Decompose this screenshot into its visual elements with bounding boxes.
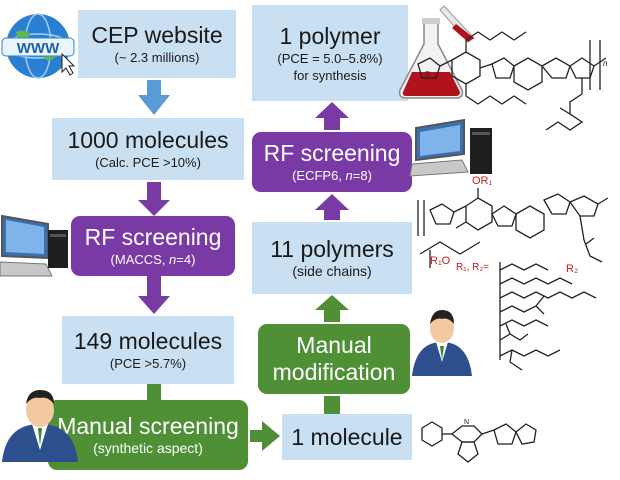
manual-modification-box: Manual modification [258, 324, 410, 394]
cep-title: CEP website [91, 22, 223, 48]
poly11-sub: (side chains) [292, 263, 372, 279]
mol1000-sub: (Calc. PCE >10%) [95, 155, 201, 170]
rf2-sub: (ECFP6, n=8) [292, 168, 372, 183]
cep-sub: (~ 2.3 millions) [114, 50, 200, 65]
arrow-149-to-manual [147, 384, 161, 400]
arrow-rf2-to-1poly [315, 102, 349, 130]
arrow-1000-to-rf [138, 182, 170, 216]
poly1-sub: (PCE = 5.0–5.8%) [277, 50, 383, 66]
mol1-title: 1 molecule [291, 423, 403, 450]
arrow-11-to-rf2 [315, 194, 349, 220]
mol1000-title: 1000 molecules [67, 127, 229, 153]
mol149-sub: (PCE >5.7%) [109, 356, 187, 371]
manual-screen-sub: (synthetic aspect) [93, 440, 203, 456]
manual-screen-title: Manual screening [57, 413, 239, 439]
manual-mod-line2: modification [272, 359, 396, 385]
polymer-1-box: 1 polymer (PCE = 5.0–5.8%) for synthesis [252, 5, 408, 101]
arrow-manual-to-11 [315, 295, 349, 322]
arrow-manual-to-1mol [250, 421, 280, 451]
manual-mod-line1: Manual [296, 332, 372, 358]
poly11-title: 11 polymers [270, 236, 394, 262]
rf1-sub: (MACCS, n=4) [110, 252, 196, 267]
molecules-149-box: 149 molecules (PCE >5.7%) [62, 316, 234, 384]
polymers-11-box: 11 polymers (side chains) [252, 222, 412, 294]
poly1-sub2: for synthesis [293, 67, 367, 83]
arrow-rf-to-149 [138, 276, 170, 314]
mol149-title: 149 molecules [73, 328, 223, 354]
rf-screening-maccs-box: RF screening (MACCS, n=4) [71, 216, 235, 276]
cep-website-box: CEP website (~ 2.3 millions) [78, 10, 236, 78]
poly1-title: 1 polymer [279, 22, 381, 49]
arrow-cep-to-1000 [138, 80, 170, 115]
rf1-title: RF screening [84, 224, 222, 250]
manual-screening-box: Manual screening (synthetic aspect) [48, 400, 248, 470]
rf-screening-ecfp6-box: RF screening (ECFP6, n=8) [252, 132, 412, 192]
rf2-title: RF screening [263, 140, 401, 166]
molecules-1000-box: 1000 molecules (Calc. PCE >10%) [52, 118, 244, 180]
one-molecule-box: 1 molecule [282, 414, 412, 460]
arrow-1mol-up [324, 396, 340, 414]
